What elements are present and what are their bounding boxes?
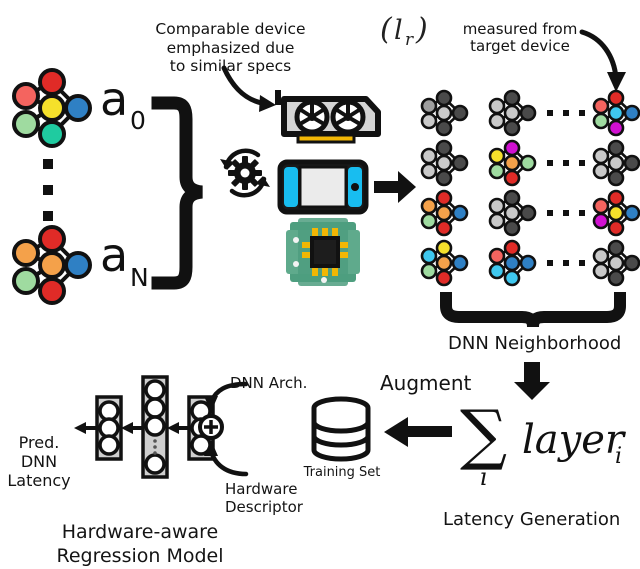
a0-label-glyph: a 0 xyxy=(100,72,146,135)
training-set-text: Training Set xyxy=(303,465,381,480)
pred-latency-text: Pred. DNN Latency xyxy=(7,432,71,490)
curly-brace-icon xyxy=(151,96,203,290)
aN-subscript: N xyxy=(130,263,149,292)
latency-generation-formula: ∑ i layer i xyxy=(456,395,636,491)
architecture-aN xyxy=(6,225,98,307)
grid-cell-r0c2 xyxy=(592,89,640,137)
device-soc-board[interactable] xyxy=(284,216,362,288)
grid-cell-r2c2 xyxy=(592,189,640,237)
node-red xyxy=(38,277,66,305)
grid-ellipsis-r0 xyxy=(547,110,585,116)
regression-model-label: Hardware-aware Regression Model xyxy=(14,495,266,569)
node-red xyxy=(38,68,66,96)
architecture-a0-graph xyxy=(12,68,92,148)
comparable-device-text: Comparable device emphasized due to simi… xyxy=(155,20,306,75)
node-blue xyxy=(64,251,92,279)
training-set-database xyxy=(308,396,374,462)
svg-text:r: r xyxy=(405,30,414,50)
arrow-left-icon-augment xyxy=(384,417,452,447)
a0-letter: a xyxy=(100,72,128,126)
node-red xyxy=(38,225,66,253)
vertical-ellipsis-architectures xyxy=(36,157,60,225)
gpu-card-icon xyxy=(275,90,381,144)
grid-cell-r0c1 xyxy=(488,89,537,137)
dnn-neighborhood-text: DNN Neighborhood xyxy=(448,333,622,354)
concat-plus-node xyxy=(198,414,224,440)
curved-arrow-to-grid xyxy=(579,29,626,92)
svg-text:): ) xyxy=(415,12,428,47)
latency-generation-label: Latency Generation xyxy=(443,509,620,530)
node-yellow xyxy=(38,94,66,122)
regression-network-diagram xyxy=(74,375,221,479)
training-set-label: Training Set xyxy=(296,465,388,480)
vertical-dots-glyph xyxy=(43,159,53,221)
node-blue xyxy=(64,94,92,122)
augment-text: Augment xyxy=(380,371,472,395)
sum-body-subscript: i xyxy=(615,444,622,469)
regression-model-network xyxy=(72,365,222,487)
grid-cell-r2c1 xyxy=(488,189,537,237)
grid-cell-r0c0 xyxy=(420,89,469,137)
node-salmon xyxy=(12,82,40,110)
node-orange xyxy=(38,251,66,279)
sum-layer-formula: ∑ i layer i xyxy=(460,396,627,491)
hardware-descriptor-label: Hardware Descriptor xyxy=(225,462,303,516)
database-icon xyxy=(311,396,371,462)
pred-latency-label: Pred. DNN Latency xyxy=(0,415,78,491)
hardware-descriptor-text: Hardware Descriptor xyxy=(225,480,303,516)
grid-ellipsis-r3 xyxy=(547,260,585,266)
augment-label: Augment xyxy=(380,371,472,396)
node-teal xyxy=(38,120,66,148)
node-green xyxy=(12,267,40,295)
dnn-neighborhood-grid xyxy=(418,88,640,288)
latency-symbol: ( l r ) xyxy=(378,8,450,52)
sum-index: i xyxy=(480,463,488,491)
node-orange xyxy=(12,239,40,267)
grid-ellipsis-r2 xyxy=(547,210,585,216)
measured-from-text: measured from target device xyxy=(462,19,578,56)
grid-cell-r1c0 xyxy=(420,139,469,187)
grid-cell-r2c0 xyxy=(420,189,469,237)
regression-model-text: Hardware-aware Regression Model xyxy=(56,520,224,568)
svg-text:l: l xyxy=(394,15,403,46)
dnn-arch-text: DNN Arch. xyxy=(230,374,308,392)
node-green xyxy=(12,110,40,138)
a0-subscript: 0 xyxy=(130,106,146,135)
device-handheld-console[interactable] xyxy=(276,158,370,216)
aN-letter: a xyxy=(100,228,128,282)
architecture-a0 xyxy=(6,68,98,150)
neighborhood-graphs xyxy=(420,89,640,287)
grid-cell-r3c0 xyxy=(420,239,469,287)
soc-board-icon xyxy=(286,218,360,286)
curved-arrow-to-gpu xyxy=(221,65,276,112)
aN-label-glyph: a N xyxy=(100,228,149,292)
handheld-console-icon xyxy=(277,159,369,215)
arrow-down-icon-to-latency xyxy=(514,362,550,400)
underbrace-icon xyxy=(440,292,626,328)
arrow-right-icon-devices-to-grid xyxy=(374,171,416,203)
sum-body: layer xyxy=(522,417,627,463)
architecture-aN-graph xyxy=(12,225,92,305)
hidden-layer xyxy=(141,375,169,479)
svg-text:(: ( xyxy=(380,12,393,47)
refresh-gear-icon xyxy=(220,148,270,198)
hidden-layer-ellipsis xyxy=(153,439,157,455)
latency-symbol-glyph: ( l r ) xyxy=(380,12,428,50)
device-gpu-card[interactable] xyxy=(270,86,382,152)
grid-cell-r1c2 xyxy=(592,139,640,187)
grid-cell-r1c1 xyxy=(488,139,537,187)
grid-cell-r3c1 xyxy=(488,239,537,287)
dnn-arch-label: DNN Arch. xyxy=(230,374,308,393)
architecture-a0-label: a 0 xyxy=(100,72,158,135)
architecture-aN-label: a N xyxy=(100,228,160,292)
sum-symbol: ∑ xyxy=(460,396,507,473)
output-layer xyxy=(95,395,123,461)
latency-generation-text: Latency Generation xyxy=(443,509,621,530)
grid-cell-r3c2 xyxy=(592,239,640,287)
measured-from-annotation: measured from target device xyxy=(440,3,600,56)
comparable-device-annotation: Comparable device emphasized due to simi… xyxy=(128,2,333,75)
regression-input-connectors xyxy=(204,381,249,477)
dnn-neighborhood-label: DNN Neighborhood xyxy=(448,333,621,354)
grid-ellipsis-r1 xyxy=(547,160,585,166)
